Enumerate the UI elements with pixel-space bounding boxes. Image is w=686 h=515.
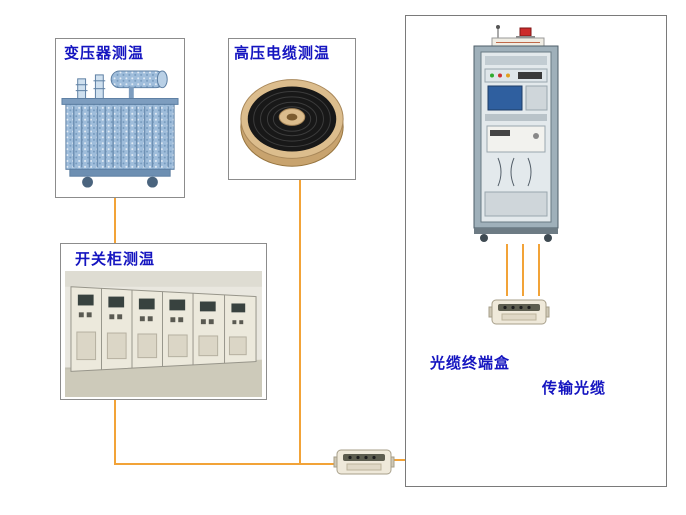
fiber-drop-3: [538, 244, 540, 296]
transformer-node: 变压器测温: [55, 38, 185, 198]
cable-spool-photo: [240, 79, 344, 167]
fiber-line-cable-vertical: [299, 180, 301, 465]
fiber-drop-1: [506, 244, 508, 296]
transmission-fiber-label: 传输光缆: [542, 379, 607, 397]
switchgear-cabinets-photo: [65, 271, 262, 397]
switchgear-label: 开关柜测温: [75, 250, 156, 268]
hv-cable-node: 高压电缆测温: [228, 38, 356, 180]
fiber-terminal-box-photo: [488, 299, 550, 325]
monitoring-rack-photo: [473, 25, 559, 242]
fiber-line-terminal-to-station: [394, 459, 406, 461]
fiber-terminal-box-photo: [333, 449, 395, 475]
transformer-photo: [61, 70, 179, 188]
fiber-line-bottom-horizontal: [114, 463, 334, 465]
alarm-beacon: [519, 27, 532, 37]
fiber-terminal-box-label: 光缆终端盒: [430, 354, 511, 372]
fiber-drop-2: [522, 244, 524, 296]
hv-cable-label: 高压电缆测温: [234, 44, 331, 62]
monitoring-station-panel: 光缆终端盒 传输光缆: [405, 15, 667, 487]
switchgear-node: 开关柜测温: [60, 243, 267, 400]
transformer-label: 变压器测温: [64, 44, 145, 62]
